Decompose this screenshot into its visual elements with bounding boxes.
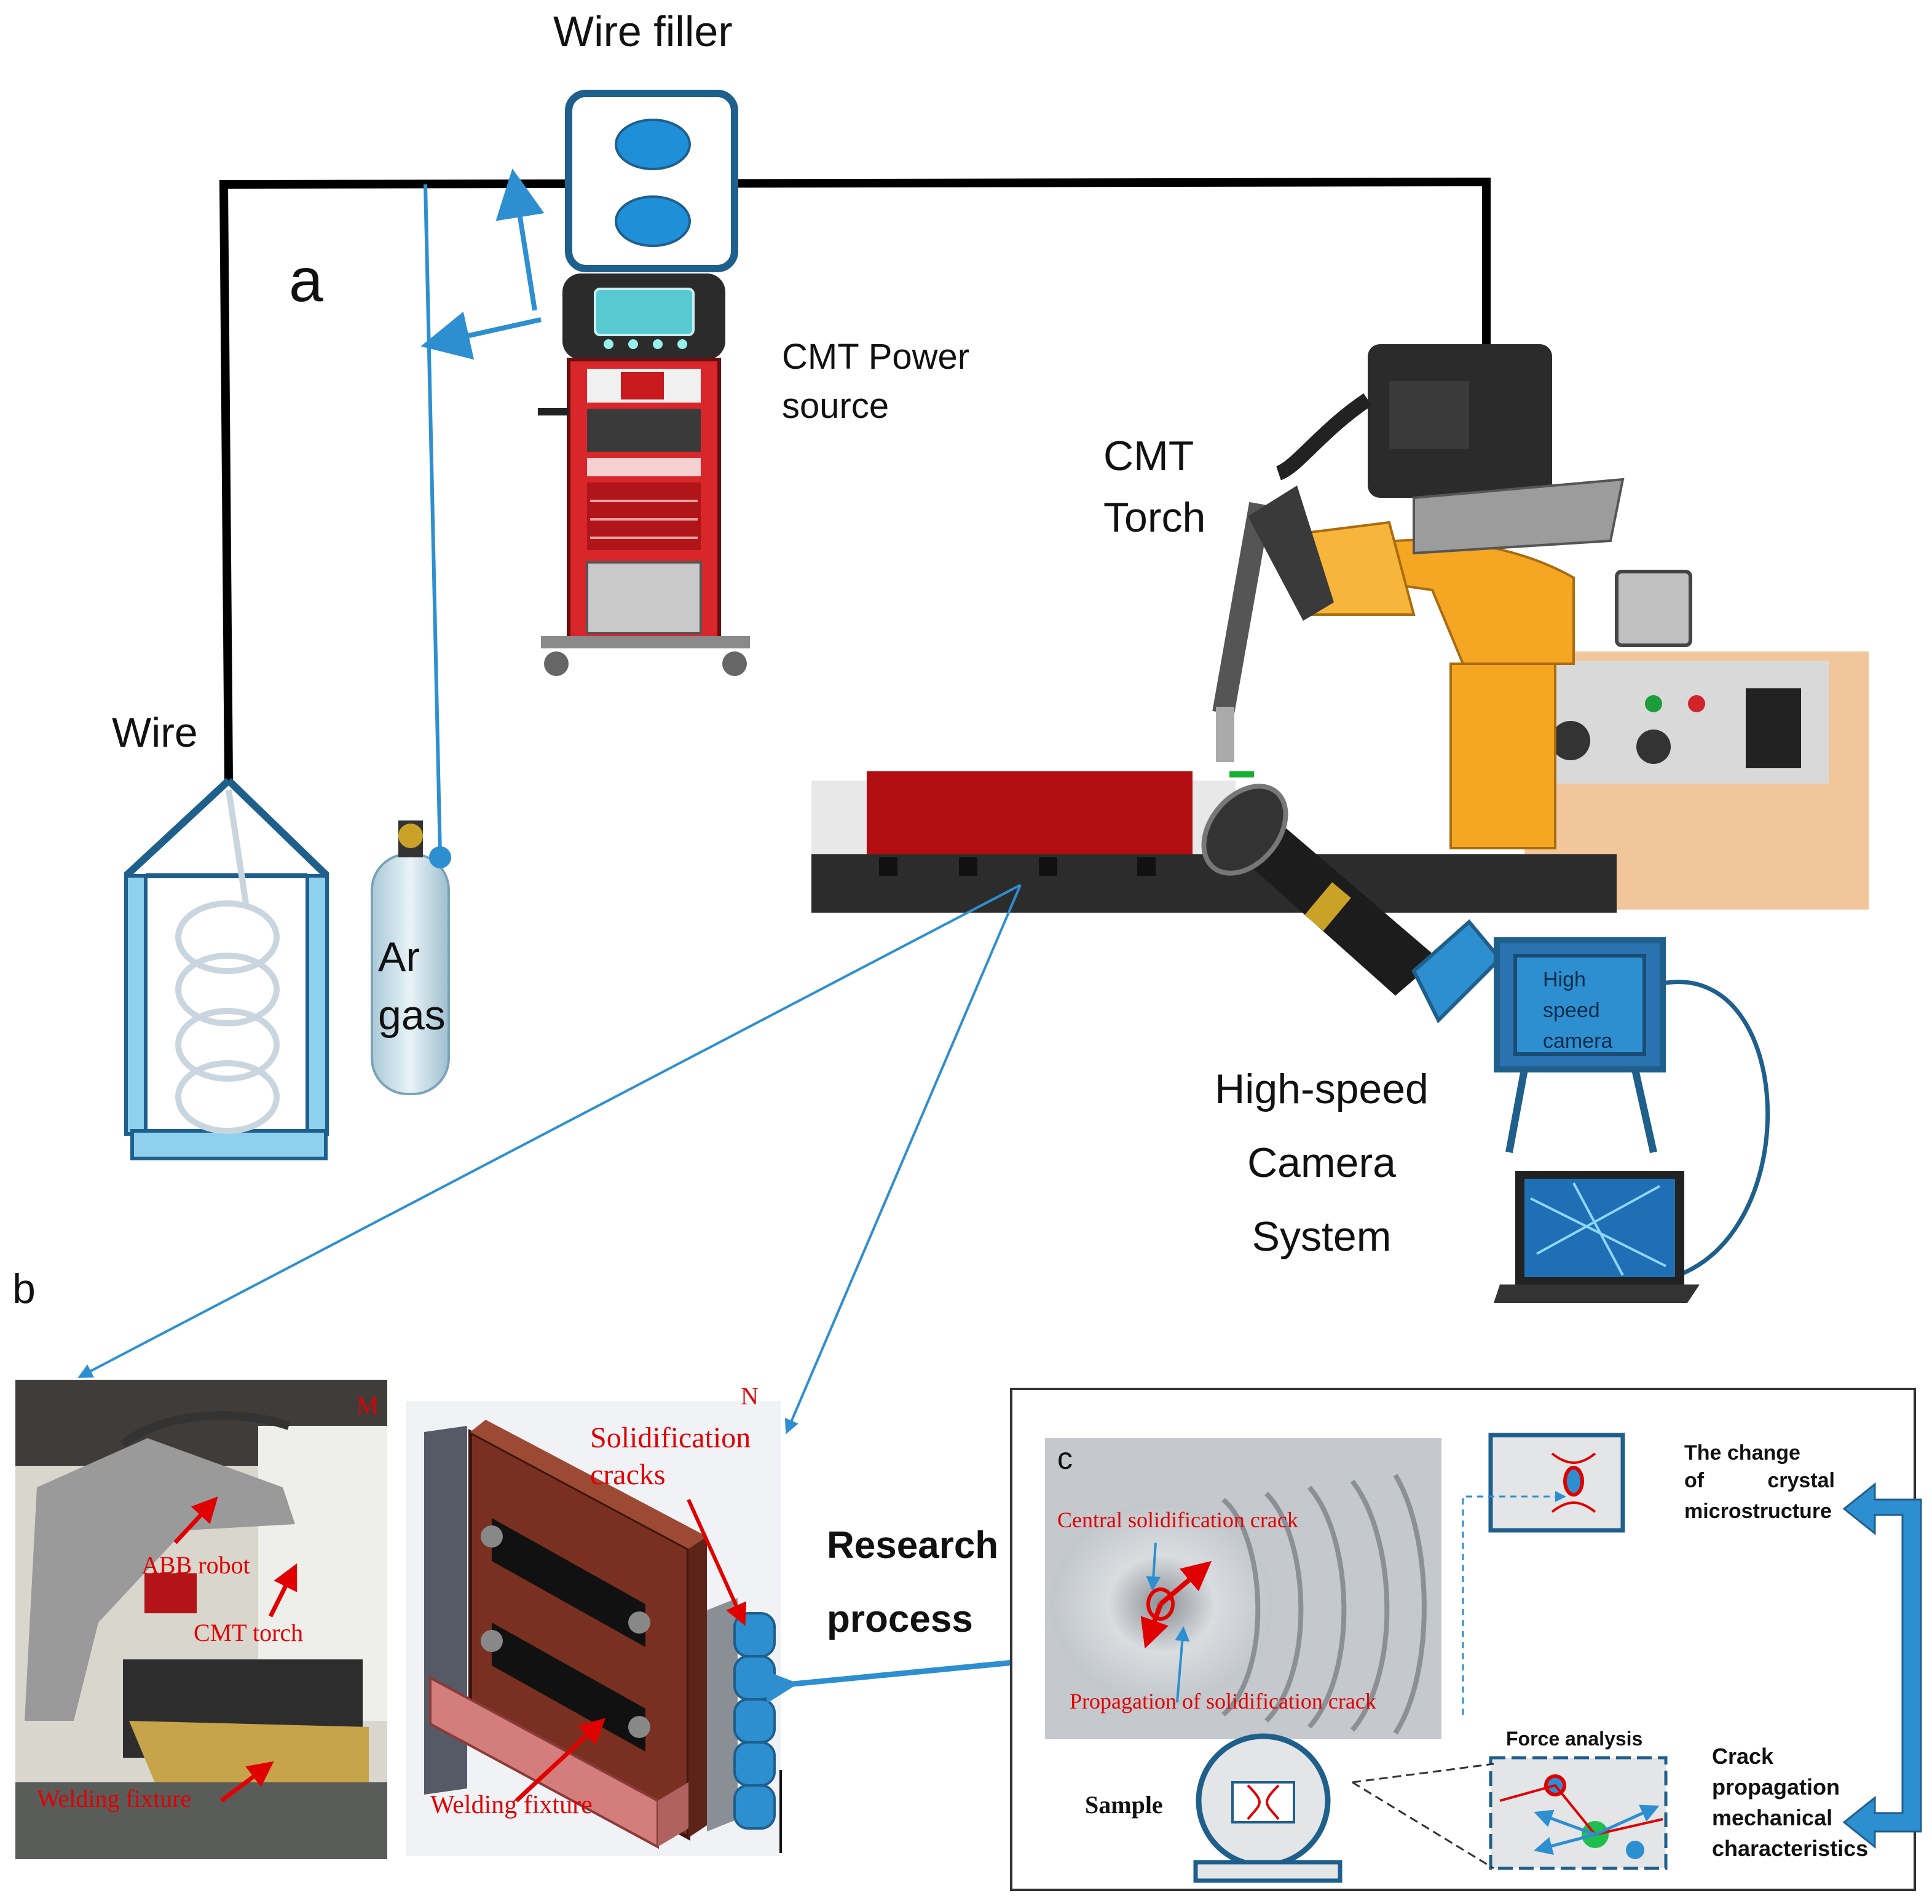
fixture-pointer-model bbox=[515, 1718, 606, 1803]
fixture-pointer-photo bbox=[219, 1761, 274, 1803]
power-source-label-line1: CMT Power bbox=[782, 337, 969, 377]
crack-label-line4: characteristics bbox=[1712, 1836, 1868, 1861]
camera-box-text-line1: High bbox=[1543, 968, 1586, 991]
high-speed-camera-box bbox=[1411, 919, 1666, 1154]
gas-label-line2: gas bbox=[378, 992, 446, 1039]
research-label-line2: process bbox=[827, 1598, 973, 1640]
laptop-icon bbox=[1494, 1171, 1700, 1303]
photo-label-torch: CMT torch bbox=[194, 1619, 303, 1646]
camera-box-text-line2: speed bbox=[1543, 999, 1600, 1022]
gas-label-line1: Ar bbox=[378, 934, 420, 980]
wire-filler-unit bbox=[565, 90, 738, 272]
weld-bead-photo bbox=[1045, 1438, 1441, 1739]
force-analysis-box bbox=[1489, 1756, 1668, 1870]
panel-c: c Central solidification crack Propagati… bbox=[1010, 1388, 1922, 1891]
camera-box-text-line3: camera bbox=[1543, 1029, 1612, 1053]
microstructure-label-line4: microstructure bbox=[1684, 1500, 1832, 1523]
microstructure-box bbox=[1488, 1433, 1625, 1533]
microstructure-label-line2: of bbox=[1684, 1469, 1705, 1492]
photo-label-fixture: Welding fixture bbox=[37, 1785, 191, 1812]
research-double-arrow bbox=[763, 1645, 1051, 1704]
camera-cable bbox=[1653, 980, 1770, 1284]
torch-label-line2: Torch bbox=[1103, 494, 1205, 541]
crack-label-line2: propagation bbox=[1712, 1774, 1840, 1800]
pointer-to-photo bbox=[77, 884, 1021, 1378]
wire-spool-cage bbox=[123, 777, 330, 1160]
cmt-power-source bbox=[538, 273, 750, 676]
panel-a: a Wire filler CMT Power bbox=[77, 7, 1869, 1434]
cracks-pointer bbox=[687, 1498, 747, 1626]
power-source-label-line2: source bbox=[782, 386, 889, 426]
torch-label-line1: CMT bbox=[1103, 433, 1194, 479]
feedback-arrow bbox=[1842, 1482, 1922, 1849]
robot-cell bbox=[811, 344, 1869, 913]
sample-label: Sample bbox=[1085, 1791, 1163, 1819]
torch-pointer bbox=[268, 1563, 298, 1618]
model-label-fixture: Welding fixture bbox=[430, 1791, 593, 1819]
gas-arrow-up bbox=[495, 168, 545, 311]
wire-feed-line bbox=[219, 177, 1491, 781]
model-label-cracks-line1: Solidification bbox=[590, 1422, 751, 1454]
sample-icon bbox=[1193, 1733, 1343, 1883]
camera-system-label-line1: High-speed bbox=[1215, 1066, 1429, 1112]
photo-tag: M bbox=[357, 1391, 379, 1419]
force-analysis-label: Force analysis bbox=[1506, 1728, 1642, 1750]
pointer-to-model bbox=[784, 884, 1022, 1434]
camera-system-label-line3: System bbox=[1252, 1213, 1392, 1260]
robot-pointer bbox=[173, 1496, 218, 1544]
model-tag: N bbox=[741, 1382, 759, 1410]
panel-b: b M ABB robot CMT torch Welding fixture bbox=[12, 1265, 1051, 1859]
propagation-crack-label: Propagation of solidification crack bbox=[1070, 1689, 1376, 1713]
panel-a-letter: a bbox=[289, 246, 323, 315]
camera-system-label-line2: Camera bbox=[1247, 1139, 1396, 1186]
crack-label-line1: Crack bbox=[1712, 1744, 1774, 1769]
crack-label-line3: mechanical bbox=[1712, 1805, 1832, 1830]
research-label-line1: Research bbox=[827, 1524, 998, 1567]
microstructure-label-line3: crystal bbox=[1767, 1469, 1835, 1492]
argon-cylinder bbox=[371, 820, 451, 1095]
wire-label: Wire bbox=[112, 709, 198, 756]
panel-c-letter: c bbox=[1057, 1441, 1073, 1476]
welding-fixture-model bbox=[406, 1401, 781, 1856]
gas-line bbox=[424, 184, 442, 855]
central-crack-label: Central solidification crack bbox=[1057, 1508, 1298, 1532]
wire-filler-label: Wire filler bbox=[553, 7, 733, 55]
welding-cell-photo bbox=[15, 1380, 387, 1859]
gas-arrow-left bbox=[420, 312, 542, 360]
photo-label-robot: ABB robot bbox=[141, 1551, 250, 1579]
panel-b-letter: b bbox=[12, 1265, 36, 1312]
camera-lens bbox=[1201, 784, 1438, 996]
model-label-cracks-line2: cracks bbox=[590, 1458, 666, 1491]
microstructure-label-line1: The change bbox=[1684, 1441, 1800, 1465]
